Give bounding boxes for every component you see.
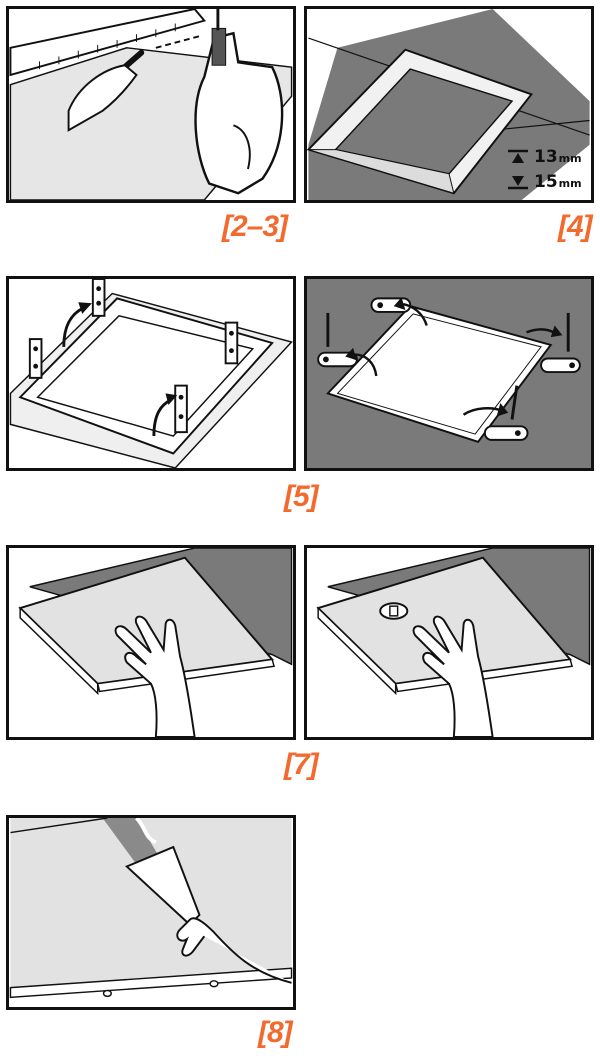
illustration-finishing: [6, 815, 296, 1010]
illustration-screw-brackets: [304, 276, 594, 471]
dimension-13mm: 13mm: [508, 147, 582, 167]
dimension-unit: mm: [559, 152, 582, 165]
step-label-5: [5]: [284, 482, 318, 512]
dimension-unit: mm: [559, 177, 582, 190]
dimension-value-15: 15: [534, 172, 558, 192]
depth-arrow-up-icon: [508, 174, 528, 190]
illustration-panel-lock: [304, 545, 594, 740]
step-label-2-3: [2–3]: [222, 212, 287, 242]
insert-panel-drawing: [9, 548, 293, 737]
illustration-insert-panel: [6, 545, 296, 740]
mark-cut-drawing: [9, 9, 293, 200]
step-label-7: [7]: [284, 750, 318, 780]
panel-lock-drawing: [307, 548, 591, 737]
screw-brackets-drawing: [307, 279, 591, 468]
dimension-15mm: 15mm: [508, 172, 582, 192]
finishing-drawing: [9, 818, 293, 1007]
dimension-value-13: 13: [534, 147, 558, 167]
depth-arrow-down-icon: [508, 149, 528, 165]
bend-brackets-drawing: [9, 279, 293, 468]
step-label-4: [4]: [558, 212, 592, 242]
illustration-mark-and-cut: [6, 6, 296, 203]
illustration-bend-brackets: [6, 276, 296, 471]
step-label-8: [8]: [258, 1018, 292, 1048]
